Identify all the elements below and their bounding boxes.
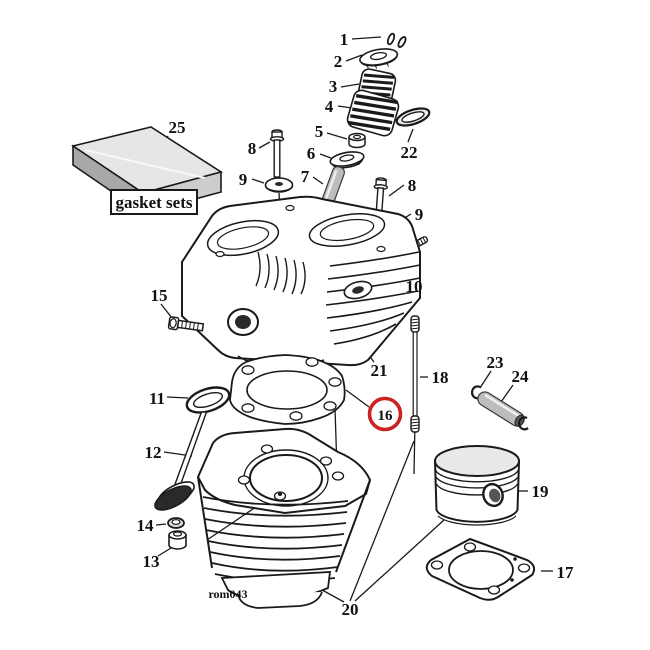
seal-washer-drawing bbox=[395, 107, 431, 127]
gasket-set-label: gasket sets bbox=[116, 193, 193, 212]
upper-spring-collar-drawing bbox=[359, 48, 399, 69]
head-bolt-left-drawing bbox=[269, 129, 285, 178]
callout-7: 7 bbox=[301, 167, 310, 186]
callout-23: 23 bbox=[487, 353, 504, 372]
callout-16: 16 bbox=[378, 408, 394, 424]
callout-15: 15 bbox=[151, 286, 168, 305]
wrist-pin-clip-lower-drawing bbox=[517, 416, 529, 431]
valve-guide-drawing bbox=[320, 166, 346, 208]
callout-14: 14 bbox=[137, 516, 155, 535]
cylinder-head-drawing bbox=[181, 195, 421, 367]
callout-12: 12 bbox=[145, 443, 162, 462]
callout-9-left: 9 bbox=[239, 170, 248, 189]
callout-5: 5 bbox=[315, 122, 324, 141]
gasket-set-label-plate bbox=[110, 189, 198, 215]
head-screw-drawing bbox=[167, 316, 205, 332]
base-gasket-drawing bbox=[425, 537, 536, 601]
callout-6: 6 bbox=[307, 144, 316, 163]
gasket-set-box-drawing: gasket sets bbox=[71, 126, 223, 215]
callout-10: 10 bbox=[406, 277, 423, 296]
callout-25: 25 bbox=[169, 118, 186, 137]
callout-8-left: 8 bbox=[248, 139, 257, 158]
callout-22: 22 bbox=[401, 143, 418, 162]
callout-17: 17 bbox=[557, 563, 575, 582]
cylinder-drawing bbox=[196, 427, 372, 609]
callout-19: 19 bbox=[532, 482, 549, 501]
highlight-circle bbox=[367, 396, 403, 432]
callout-20: 20 bbox=[342, 600, 359, 619]
callout-8-right: 8 bbox=[408, 176, 417, 195]
figure-code: rom043 bbox=[208, 587, 247, 601]
callout-1: 1 bbox=[340, 30, 349, 49]
callout-4: 4 bbox=[325, 97, 334, 116]
callout-3: 3 bbox=[329, 77, 338, 96]
highlighted-callout-16: 16 bbox=[367, 396, 403, 432]
wrist-pin-drawing bbox=[477, 391, 525, 427]
valve-drawing bbox=[154, 411, 208, 511]
callout-2: 2 bbox=[334, 52, 343, 71]
callout-9-right: 9 bbox=[415, 205, 424, 224]
cylinder-stud-drawing bbox=[410, 315, 420, 433]
head-gasket-drawing bbox=[229, 354, 346, 425]
callout-11: 11 bbox=[149, 389, 165, 408]
valve-keepers-drawing bbox=[386, 32, 407, 48]
callout-24: 24 bbox=[512, 367, 530, 386]
spring-retainer-drawing bbox=[348, 132, 366, 149]
callout-18: 18 bbox=[432, 368, 449, 387]
inner-valve-spring-drawing bbox=[346, 89, 400, 137]
valve-seal-drawing bbox=[185, 386, 231, 414]
callout-21: 21 bbox=[371, 361, 388, 380]
piston-drawing bbox=[433, 445, 521, 526]
lower-spring-collar-drawing bbox=[329, 151, 365, 169]
callout-13: 13 bbox=[143, 552, 160, 571]
tappet-drawing bbox=[168, 530, 187, 550]
washer-left-drawing bbox=[264, 177, 294, 193]
stem-ring-drawing bbox=[167, 517, 185, 529]
callout-labels: 1 2 3 4 5 6 7 8 9 8 9 10 11 12 13 14 15 … bbox=[137, 30, 575, 619]
